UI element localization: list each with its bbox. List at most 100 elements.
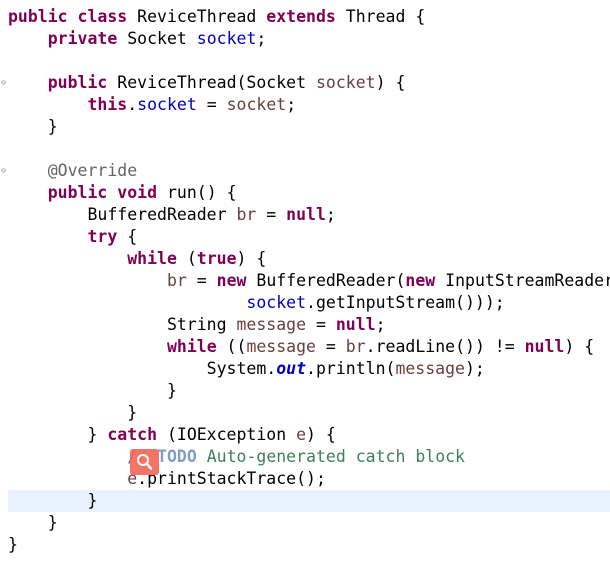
code-token-text: [8, 249, 127, 268]
code-token-text: [8, 293, 246, 312]
code-token-kw: new: [216, 271, 247, 290]
code-token-text: ) {: [375, 73, 406, 92]
code-token-text: InputStreamReader(: [435, 271, 610, 290]
code-token-text: [8, 29, 48, 48]
code-token-kw: new: [405, 271, 436, 290]
code-line[interactable]: [8, 138, 610, 160]
code-line[interactable]: [8, 50, 610, 72]
code-token-kw: null: [286, 205, 326, 224]
code-token-text: }: [8, 513, 58, 532]
code-line[interactable]: br = new BufferedReader(new InputStreamR…: [8, 270, 610, 292]
code-token-text: ;: [375, 315, 386, 334]
code-token-text: [8, 73, 48, 92]
code-token-kw: class: [77, 7, 128, 26]
code-token-var: message: [246, 337, 316, 356]
code-token-text: ((: [216, 337, 247, 356]
code-token-field: socket: [196, 29, 257, 48]
code-token-comment: Auto-generated catch block: [196, 447, 465, 466]
code-token-var: e: [127, 469, 138, 488]
fold-marker-icon[interactable]: ⊖: [1, 166, 6, 175]
code-line[interactable]: String message = null;: [8, 314, 610, 336]
code-token-var: socket: [226, 95, 287, 114]
code-token-var: message: [395, 359, 465, 378]
code-token-text: ;: [286, 95, 297, 114]
code-token-text: BufferedReader: [8, 205, 237, 224]
code-line[interactable]: }: [8, 380, 610, 402]
fold-marker-icon[interactable]: ⊖: [1, 78, 6, 87]
code-token-var: br: [345, 337, 366, 356]
code-token-kw: null: [335, 315, 376, 334]
code-line[interactable]: @Override: [8, 160, 610, 182]
code-token-text: [8, 337, 167, 356]
code-token-text: [8, 183, 48, 202]
code-line[interactable]: }: [8, 402, 610, 424]
code-token-text: =: [256, 205, 287, 224]
code-token-text: BufferedReader(: [246, 271, 406, 290]
code-token-kw: this: [87, 95, 128, 114]
code-line[interactable]: } catch (IOException e) {: [8, 424, 610, 446]
code-token-var: br: [236, 205, 257, 224]
code-token-text: }: [8, 403, 138, 422]
code-line[interactable]: this.socket = socket;: [8, 94, 610, 116]
code-token-text: =: [186, 271, 217, 290]
code-token-kw: null: [524, 337, 565, 356]
code-token-text: }: [8, 535, 18, 554]
code-token-text: [107, 183, 117, 202]
code-token-text: .: [127, 95, 138, 114]
code-token-text: [8, 271, 167, 290]
code-line[interactable]: e.printStackTrace();: [8, 468, 610, 490]
code-line[interactable]: BufferedReader br = null;: [8, 204, 610, 226]
code-token-kw: try: [87, 227, 118, 246]
code-line[interactable]: System.out.println(message);: [8, 358, 610, 380]
code-line[interactable]: // TODO Auto-generated catch block: [8, 446, 610, 468]
code-token-text: =: [315, 337, 346, 356]
code-token-kw: while: [166, 337, 217, 356]
code-line[interactable]: while (true) {: [8, 248, 610, 270]
code-token-kw: private: [47, 29, 118, 48]
code-token-text: {: [117, 227, 138, 246]
code-token-text: run() {: [157, 183, 237, 202]
code-token-text: [68, 7, 78, 26]
code-token-text: .readLine()) !=: [365, 337, 525, 356]
code-token-ann: @Override: [47, 161, 138, 180]
code-token-text: }: [8, 381, 177, 400]
code-line[interactable]: try {: [8, 226, 610, 248]
code-token-text: ) {: [306, 425, 336, 444]
code-token-text: ;: [325, 205, 336, 224]
code-token-static: out: [276, 359, 307, 378]
code-line[interactable]: public ReviceThread(Socket socket) {: [8, 72, 610, 94]
code-token-text: .getInputStream()));: [306, 293, 505, 312]
code-line[interactable]: while ((message = br.readLine()) != null…: [8, 336, 610, 358]
code-token-text: .println(: [306, 359, 396, 378]
code-token-text: ReviceThread(Socket: [107, 73, 316, 92]
code-line[interactable]: }: [8, 490, 610, 512]
code-line[interactable]: private Socket socket;: [8, 28, 610, 50]
code-token-text: System.: [8, 359, 277, 378]
code-line[interactable]: }: [8, 512, 610, 534]
code-token-text: );: [464, 359, 485, 378]
code-token-var: message: [236, 315, 307, 334]
code-token-text: ) {: [236, 249, 267, 268]
code-line[interactable]: public void run() {: [8, 182, 610, 204]
code-token-kw: extends: [266, 7, 336, 26]
code-line[interactable]: }: [8, 116, 610, 138]
magnifier-glyph: [137, 454, 153, 470]
code-token-text: (IOException: [157, 425, 297, 444]
code-token-text: ) {: [564, 337, 595, 356]
code-token-kw: void: [117, 183, 158, 202]
code-token-text: Thread {: [335, 7, 426, 26]
code-token-kw: public: [8, 7, 68, 26]
code-token-field: socket: [137, 95, 197, 114]
code-token-text: [8, 95, 87, 114]
code-token-text: =: [306, 315, 336, 334]
code-token-text: [8, 469, 127, 488]
code-token-kw: while: [127, 249, 177, 268]
search-magnifier-icon[interactable]: [130, 449, 159, 475]
code-token-text: ReviceThread: [127, 7, 267, 26]
code-token-field: socket: [246, 293, 307, 312]
code-token-var: e: [296, 425, 307, 444]
code-line[interactable]: }: [8, 534, 610, 556]
code-line[interactable]: socket.getInputStream()));: [8, 292, 610, 314]
code-line[interactable]: public class ReviceThread extends Thread…: [8, 6, 610, 28]
